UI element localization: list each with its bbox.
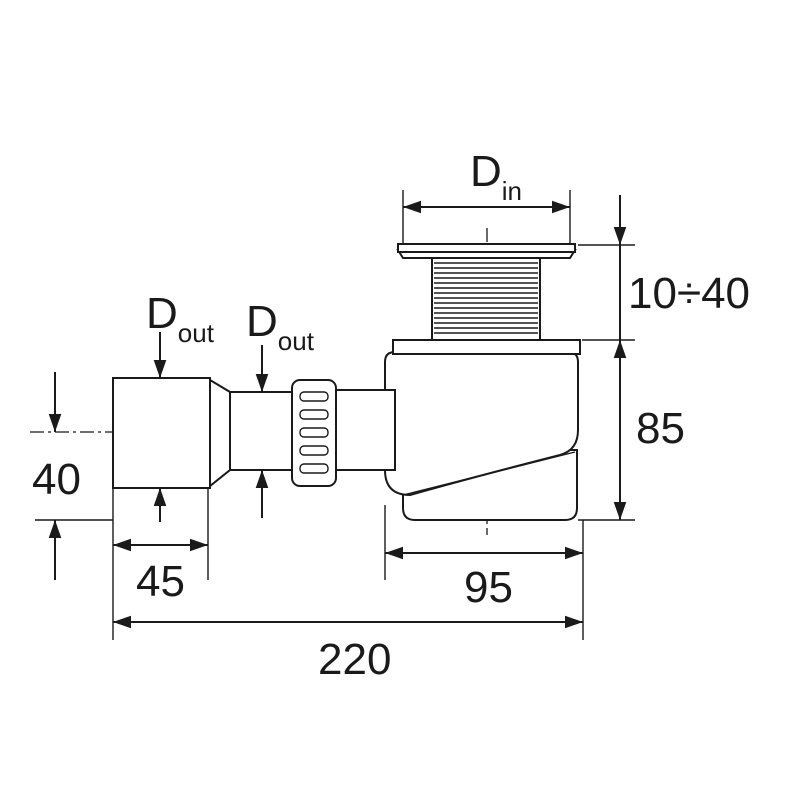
union-nut (291, 379, 337, 487)
outlet-length-label: 45 (136, 557, 185, 606)
threaded-riser (431, 257, 541, 341)
nut-slot (299, 427, 329, 438)
nut-slot (299, 409, 329, 420)
nut-slot (299, 391, 329, 402)
d-in-label: Din (470, 147, 522, 206)
outlet-pipe (112, 377, 396, 489)
grate-top (397, 243, 576, 253)
d-out-large-label: Dout (146, 289, 215, 348)
d-out-small-label: Dout (246, 297, 315, 356)
outlet-height-label: 40 (32, 455, 81, 504)
nut-slot (299, 463, 329, 474)
body-height-label: 85 (636, 404, 685, 453)
body-width-label: 95 (464, 563, 513, 612)
height-range-label: 10÷40 (628, 269, 750, 318)
total-length-label: 220 (318, 635, 391, 684)
nut-slot (299, 445, 329, 456)
trap-body (384, 339, 581, 521)
